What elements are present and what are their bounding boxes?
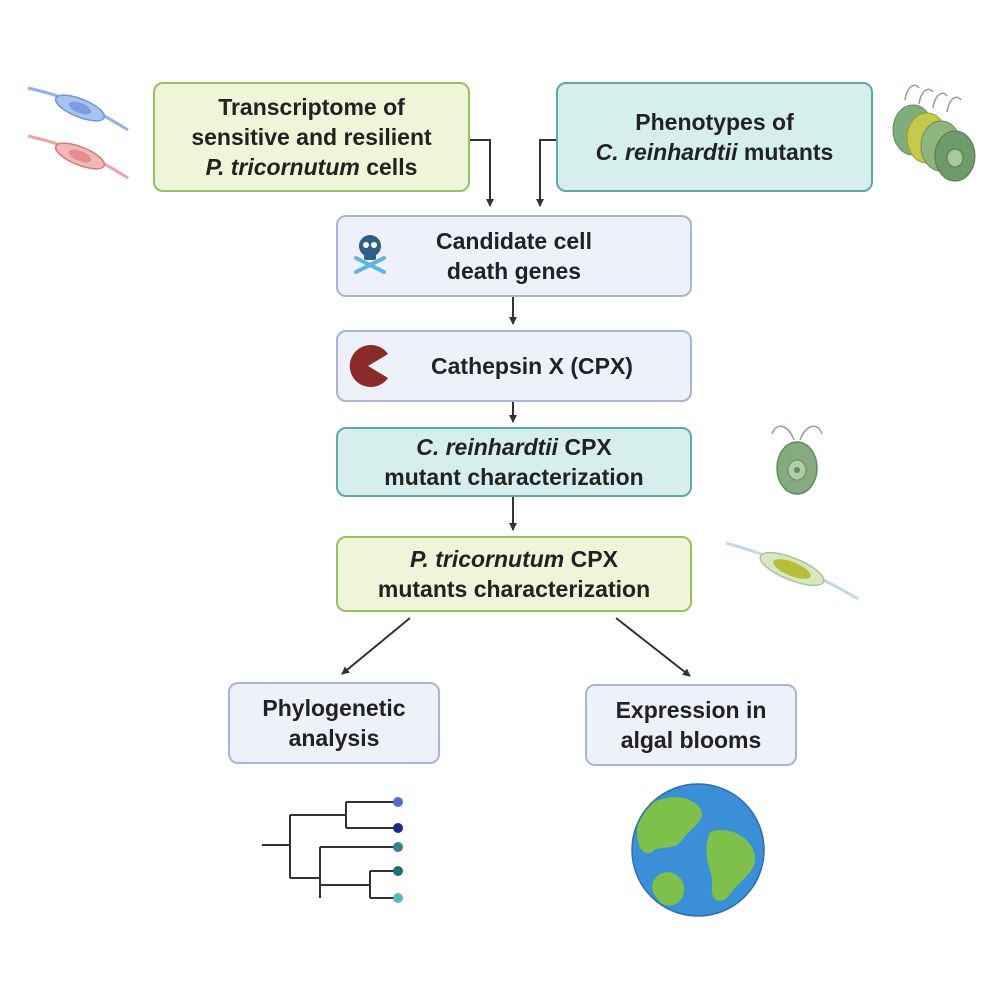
creinhardtii-line-1-rest: CPX (558, 434, 612, 460)
species-name: C. reinhardtii (595, 139, 738, 165)
arrow-transcriptome-to-candidate (470, 139, 494, 207)
cathepsin-box: Cathepsin X (CPX) (336, 330, 692, 402)
ptricornutum-line-2: mutants characterization (377, 576, 651, 602)
phenotypes-line-2-rest: mutants (737, 139, 834, 165)
diatom-blue-icon (27, 86, 129, 132)
ptricornutum-line-1: P. tricornutum CPX (410, 544, 618, 574)
diatom-red-icon (27, 134, 129, 180)
chlamydomonas-icon (771, 425, 823, 495)
expression-line-1: Expression in (615, 697, 767, 723)
transcriptome-line-3-rest: cells (359, 154, 418, 180)
species-name: C. reinhardtii (416, 434, 559, 460)
transcriptome-line-1: Transcriptome of (218, 94, 405, 120)
phylogenetic-line-1: Phylogenetic (262, 695, 406, 721)
phenotypes-line-1: Phenotypes of (635, 109, 794, 135)
transcriptome-box: Transcriptome of sensitive and resilient… (153, 82, 470, 192)
pacman-protease-icon (349, 345, 388, 387)
creinhardtii-line-2: mutant characterization (384, 464, 644, 490)
ptricornutum-line-1-rest: CPX (564, 546, 618, 572)
phenotypes-line-2: C. reinhardtii mutants (596, 137, 834, 167)
transcriptome-line-3: P. tricornutum cells (206, 152, 418, 182)
phylogenetic-tree-icon (262, 797, 403, 903)
species-name: P. tricornutum (205, 154, 360, 180)
candidate-line-1: Candidate cell (436, 228, 592, 254)
arrow-phenotypes-to-candidate (536, 139, 556, 207)
skull-crossbones-icon (354, 235, 386, 274)
globe-icon (631, 783, 765, 917)
arrow-ptricornutum-to-expression (615, 617, 691, 677)
creinhardtii-cpx-box: C. reinhardtii CPX mutant characterizati… (336, 427, 692, 497)
phylogenetic-line-2: analysis (288, 725, 380, 751)
species-name: P. tricornutum (410, 546, 565, 572)
expression-line-2: algal blooms (620, 727, 762, 753)
candidate-genes-box: Candidate cell death genes (336, 215, 692, 297)
transcriptome-line-2: sensitive and resilient (191, 124, 432, 150)
arrow-ptricornutum-to-phylogenetic (341, 617, 411, 675)
ptricornutum-cpx-box: P. tricornutum CPX mutants characterizat… (336, 536, 692, 612)
chlamydomonas-stack-icon (892, 84, 976, 182)
expression-box: Expression in algal blooms (585, 684, 797, 766)
creinhardtii-line-1: C. reinhardtii CPX (416, 432, 612, 462)
cathepsin-label: Cathepsin X (CPX) (431, 353, 633, 379)
phylogenetic-box: Phylogenetic analysis (228, 682, 440, 764)
candidate-line-2: death genes (446, 258, 582, 284)
diatom-green-icon (725, 541, 859, 601)
phenotypes-box: Phenotypes of C. reinhardtii mutants (556, 82, 873, 192)
